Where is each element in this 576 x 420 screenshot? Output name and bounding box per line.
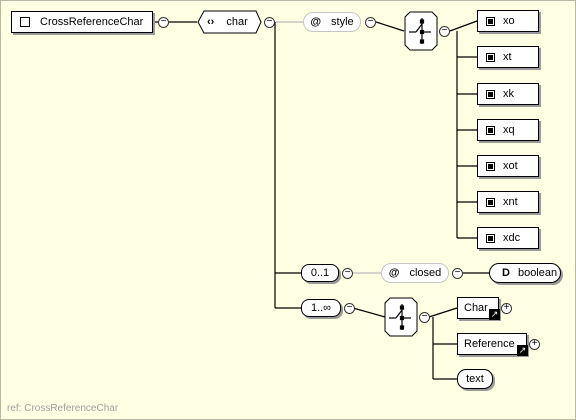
element-filled-icon	[486, 125, 495, 135]
closed-label: closed	[409, 267, 442, 279]
attribute-at-icon: @	[310, 16, 322, 28]
element-filled-icon	[486, 89, 495, 99]
attribute-style[interactable]: @ style	[303, 12, 361, 32]
collapse-root-toggle[interactable]: −	[158, 17, 169, 28]
expand-reference-ref-toggle[interactable]: +	[529, 339, 540, 350]
value-label: xq	[503, 124, 515, 136]
style-value-xdc[interactable]: xdc	[477, 227, 539, 249]
value-label: xot	[503, 160, 518, 172]
text-content-node[interactable]: text	[457, 369, 493, 389]
expand-char-ref-toggle[interactable]: +	[501, 303, 512, 314]
style-label: style	[331, 16, 354, 28]
root-label: CrossReferenceChar	[40, 16, 144, 28]
collapse-closed-occurrence-toggle[interactable]: −	[342, 268, 353, 279]
boolean-label: boolean	[517, 267, 558, 279]
element-char[interactable]: ‹› char	[197, 10, 259, 34]
collapse-choice-children-toggle[interactable]: −	[419, 312, 430, 323]
element-box-icon	[20, 17, 30, 27]
style-value-xo[interactable]: xo	[477, 10, 539, 32]
value-label: xk	[503, 88, 514, 100]
char-ref-label: Char	[464, 302, 488, 314]
occurrence-closed-0-1[interactable]: 0..1	[301, 264, 339, 282]
char-complex-type-shape	[197, 10, 262, 34]
style-value-xnt[interactable]: xnt	[477, 191, 539, 213]
collapse-closed-toggle[interactable]: −	[452, 268, 463, 279]
collapse-style-toggle[interactable]: −	[365, 17, 376, 28]
element-filled-icon	[486, 52, 495, 62]
attribute-closed[interactable]: @ closed	[381, 263, 449, 283]
occurrence-label: 1..∞	[310, 302, 332, 314]
value-label: xnt	[503, 196, 518, 208]
reference-footer: ref: CrossReferenceChar	[7, 403, 119, 414]
collapse-choice-style-toggle[interactable]: −	[439, 26, 450, 37]
style-value-xt[interactable]: xt	[477, 46, 539, 68]
element-filled-icon	[486, 197, 495, 207]
attribute-at-icon: @	[388, 267, 400, 279]
collapse-char-toggle[interactable]: −	[264, 17, 275, 28]
root-element-crossreferencechar[interactable]: CrossReferenceChar	[11, 11, 153, 33]
value-label: xdc	[503, 232, 521, 244]
element-filled-icon	[486, 233, 495, 243]
style-value-xq[interactable]: xq	[477, 119, 539, 141]
choice-compositor-children[interactable]	[384, 297, 420, 339]
collapse-sequence-occurrence-toggle[interactable]: −	[344, 303, 355, 314]
element-filled-icon	[486, 16, 495, 26]
reference-arrow-icon: ↗	[517, 345, 528, 356]
value-label: xt	[503, 51, 512, 63]
style-value-xot[interactable]: xot	[477, 155, 539, 177]
occurrence-sequence-1-unbounded[interactable]: 1..∞	[301, 299, 341, 317]
text-label: text	[466, 373, 484, 385]
char-label: char	[226, 16, 248, 28]
reference-arrow-icon: ↗	[489, 309, 500, 320]
occurrence-label: 0..1	[310, 267, 330, 279]
value-label: xo	[503, 15, 515, 27]
element-ref-reference[interactable]: Reference ↗	[457, 333, 528, 356]
element-content-icon: ‹›	[207, 16, 215, 28]
element-filled-icon	[486, 161, 495, 171]
datatype-boolean[interactable]: D boolean	[489, 263, 561, 283]
element-ref-char[interactable]: Char ↗	[457, 297, 500, 320]
reference-ref-label: Reference	[464, 338, 515, 350]
choice-compositor-style[interactable]	[404, 11, 440, 53]
style-value-xk[interactable]: xk	[477, 83, 539, 105]
datatype-icon: D	[502, 267, 510, 279]
